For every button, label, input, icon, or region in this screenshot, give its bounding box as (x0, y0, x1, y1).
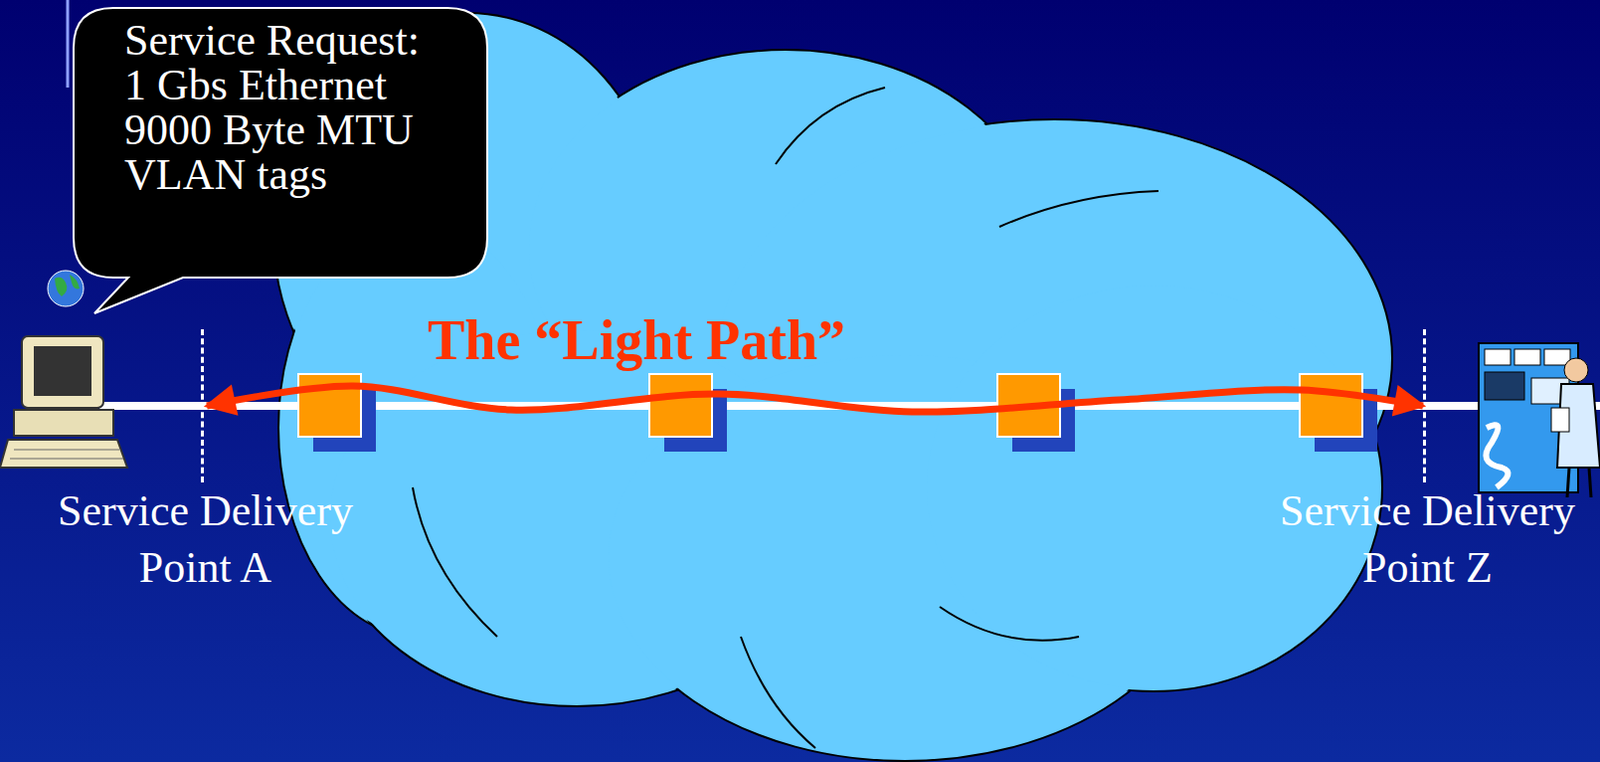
monitor (21, 336, 104, 408)
path-label: The “Light Path” (427, 308, 846, 372)
point-label: Service Delivery Point A (36, 482, 375, 596)
speech-callout: Service Request:1 Gbs Ethernet9000 Byte … (73, 7, 488, 278)
scientist-head (1564, 357, 1589, 382)
instrument-icon (1478, 343, 1600, 498)
instrument-cabinet (1478, 343, 1579, 493)
clipboard (1551, 407, 1570, 432)
globe-land (69, 274, 80, 289)
callout-text: 1 Gbs Ethernet (124, 62, 488, 108)
delivery-point: Service Delivery Point A (200, 329, 207, 483)
callout-text: Service Request: (124, 17, 488, 63)
cloud-arc (412, 487, 498, 637)
cloud-arc (939, 606, 1079, 641)
globe (47, 270, 84, 307)
instrument-dial (1514, 349, 1541, 365)
paper-printout (1485, 424, 1508, 488)
computer-case (13, 409, 114, 436)
switch-box (649, 373, 712, 437)
cloud-arc (740, 636, 816, 748)
callout-text: VLAN tags (124, 152, 488, 197)
cloud-arc (999, 190, 1159, 227)
switch-box (997, 373, 1061, 437)
switch-box (1299, 373, 1363, 437)
cloud-inner-arcs (412, 87, 1159, 748)
delivery-point: Service Delivery Point Z (1422, 329, 1429, 483)
globe-land (54, 277, 67, 297)
keyboard (0, 439, 128, 468)
monitor-screen (33, 346, 92, 396)
switch-nodes (298, 373, 1378, 452)
switch-box (298, 373, 361, 437)
light-path-arrow (206, 385, 1423, 412)
point-label: Service Delivery Point Z (1258, 482, 1598, 596)
keyboard-row (9, 458, 124, 460)
instrument-panel (1484, 371, 1525, 400)
keyboard-row (13, 449, 120, 451)
instrument-dial (1484, 349, 1511, 365)
scientist-leg (1589, 467, 1592, 498)
edge-rule (66, 0, 70, 88)
callout-shape (73, 7, 488, 314)
callout-text: 9000 Byte MTU (124, 107, 488, 153)
cloud-arc (775, 87, 886, 165)
